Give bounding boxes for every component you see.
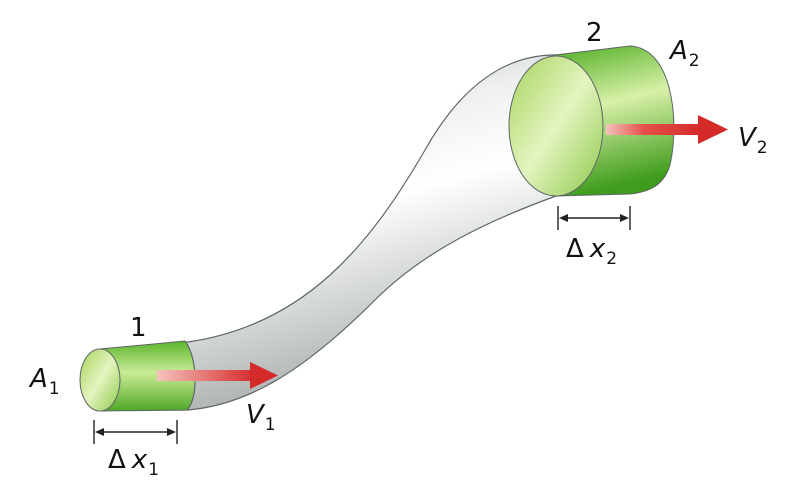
velocity2-arrow [606,115,728,144]
dx1-delta: Δ [108,445,126,475]
dx2-subscript: 2 [606,249,618,269]
velocity2-label: V2 [738,123,768,157]
dx2-symbol: x [589,234,606,264]
velocity1-label: V1 [246,400,276,434]
velocity1-symbol: V [246,400,264,430]
dx1-dimension [93,420,178,444]
section2-number: 2 [586,18,603,48]
area1-label: A1 [30,364,60,398]
area1-symbol: A [30,364,48,394]
section2-face [508,55,604,197]
section1-number: 1 [130,313,147,343]
area1-subscript: 1 [48,379,60,399]
velocity1-subscript: 1 [264,415,276,435]
area2-subscript: 2 [688,51,700,71]
dx2-dimension [557,206,631,230]
area2-symbol: A [670,36,688,66]
dx2-delta: Δ [566,234,584,264]
dx1-symbol: x [131,445,148,475]
area2-label: A2 [670,36,700,70]
velocity1-arrow [157,362,278,389]
velocity2-subscript: 2 [756,138,768,158]
dx1-subscript: 1 [148,460,160,480]
section1-face [79,348,121,412]
velocity2-symbol: V [738,123,756,153]
